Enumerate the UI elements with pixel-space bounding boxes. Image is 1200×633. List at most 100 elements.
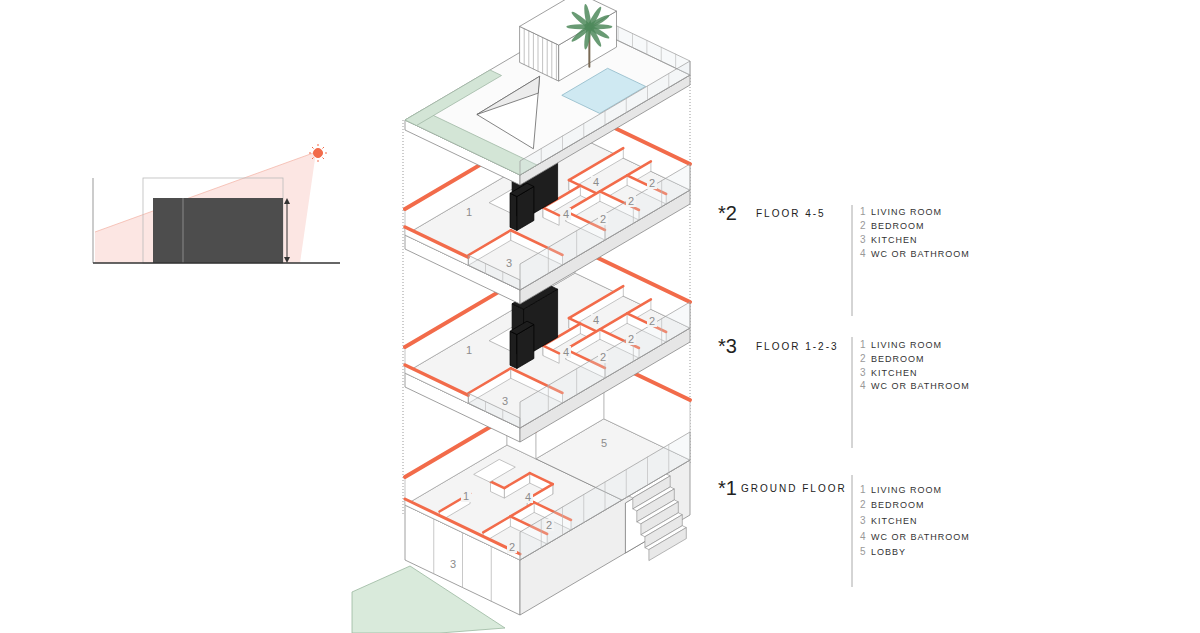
sun-ray-tick [325, 153, 327, 154]
wall [405, 365, 468, 403]
mullion [618, 27, 619, 41]
mullion [485, 402, 486, 412]
cut-wall [405, 227, 468, 257]
roof-terrace [405, 0, 690, 185]
screen-slat [542, 37, 543, 73]
mullion [661, 319, 662, 345]
screen-slat [524, 29, 525, 65]
wall [543, 346, 559, 364]
mullion [646, 40, 647, 54]
room-number: 2 [647, 315, 657, 328]
building-illustration [405, 0, 690, 615]
room-number: 2 [544, 519, 554, 532]
stair-riser [649, 528, 686, 561]
sun-ray-tick [312, 147, 314, 149]
mullion [647, 86, 648, 100]
mullion [541, 520, 542, 548]
sun-ray-tick [323, 158, 325, 160]
legend-number: 4 [860, 380, 866, 392]
glazing [468, 255, 520, 290]
mullion [541, 149, 542, 163]
floor-heading: GROUND FLOOR [741, 483, 847, 495]
cut-wall [543, 208, 559, 216]
wall [405, 499, 520, 560]
dimension-arrow [284, 257, 290, 263]
mullion [626, 99, 627, 113]
room-number: 4 [591, 176, 601, 189]
height-dimension [287, 201, 288, 260]
mullion [576, 231, 577, 257]
legend-item: KITCHEN [871, 235, 918, 245]
palm-leaf [584, 13, 611, 32]
legend-item: BEDROOM [871, 354, 925, 364]
glazing [520, 164, 690, 290]
screen-slat [551, 42, 552, 78]
legend-number: 5 [860, 546, 866, 558]
legend-item: WC OR BATHROOM [871, 249, 970, 259]
room-number: 2 [626, 333, 636, 346]
floor-marker: *1 [718, 477, 737, 500]
mullion [548, 385, 549, 411]
mullion [562, 136, 563, 150]
mullion [632, 34, 633, 48]
room-number: 4 [561, 346, 571, 359]
room-number: 1 [464, 206, 474, 219]
cut-wall [543, 346, 559, 354]
core-block [510, 193, 517, 230]
room-number: 2 [647, 177, 657, 190]
room-number: 3 [504, 257, 514, 270]
mass-joint [183, 198, 184, 263]
room-number: 3 [500, 395, 510, 408]
room-number: 4 [591, 314, 601, 327]
wall [543, 208, 559, 226]
floor-marker: *2 [718, 202, 737, 225]
mullion [605, 111, 606, 125]
sun-ray-tick [323, 147, 325, 149]
core-block [510, 183, 534, 196]
neighbour-wall [93, 178, 94, 263]
mullion [576, 369, 577, 395]
mullion [675, 54, 676, 68]
massing-outline [143, 178, 283, 263]
screen-slat [528, 31, 529, 67]
furniture [474, 459, 516, 482]
legend-number: 3 [860, 367, 866, 379]
sun-disc [314, 149, 323, 158]
cut-wall [530, 473, 553, 484]
room-number: 2 [507, 541, 517, 554]
legend-item: KITCHEN [871, 516, 918, 526]
core-block [510, 321, 534, 334]
legend-divider [852, 205, 853, 316]
room-number: 2 [598, 213, 608, 226]
cut-wall [491, 482, 505, 489]
mullion [502, 410, 503, 420]
cut-wall [504, 473, 530, 488]
room-number: 2 [626, 195, 636, 208]
cut-wall [468, 230, 511, 255]
legend-number: 1 [860, 484, 866, 496]
mullion [502, 272, 503, 282]
dimension-arrow [284, 198, 290, 204]
room-number: 4 [561, 208, 571, 221]
ground-line [93, 262, 340, 264]
floor-heading: FLOOR 4-5 [756, 208, 826, 220]
legend-item: KITCHEN [871, 368, 918, 378]
cut-wall [405, 499, 520, 554]
screen-slat [533, 33, 534, 69]
mullion [583, 124, 584, 138]
legend-number: 1 [860, 206, 866, 218]
mullion [548, 247, 549, 273]
legend-item: LIVING ROOM [871, 485, 942, 495]
wall [405, 227, 468, 265]
mullion [491, 546, 492, 601]
explode-guide [403, 120, 404, 515]
building-mass [153, 198, 283, 263]
legend-number: 2 [860, 353, 866, 365]
wall [405, 417, 507, 505]
mullion [647, 457, 648, 485]
legend-number: 3 [860, 515, 866, 527]
glazing [520, 302, 690, 428]
cut-wall [405, 365, 468, 395]
glazing [468, 393, 520, 428]
